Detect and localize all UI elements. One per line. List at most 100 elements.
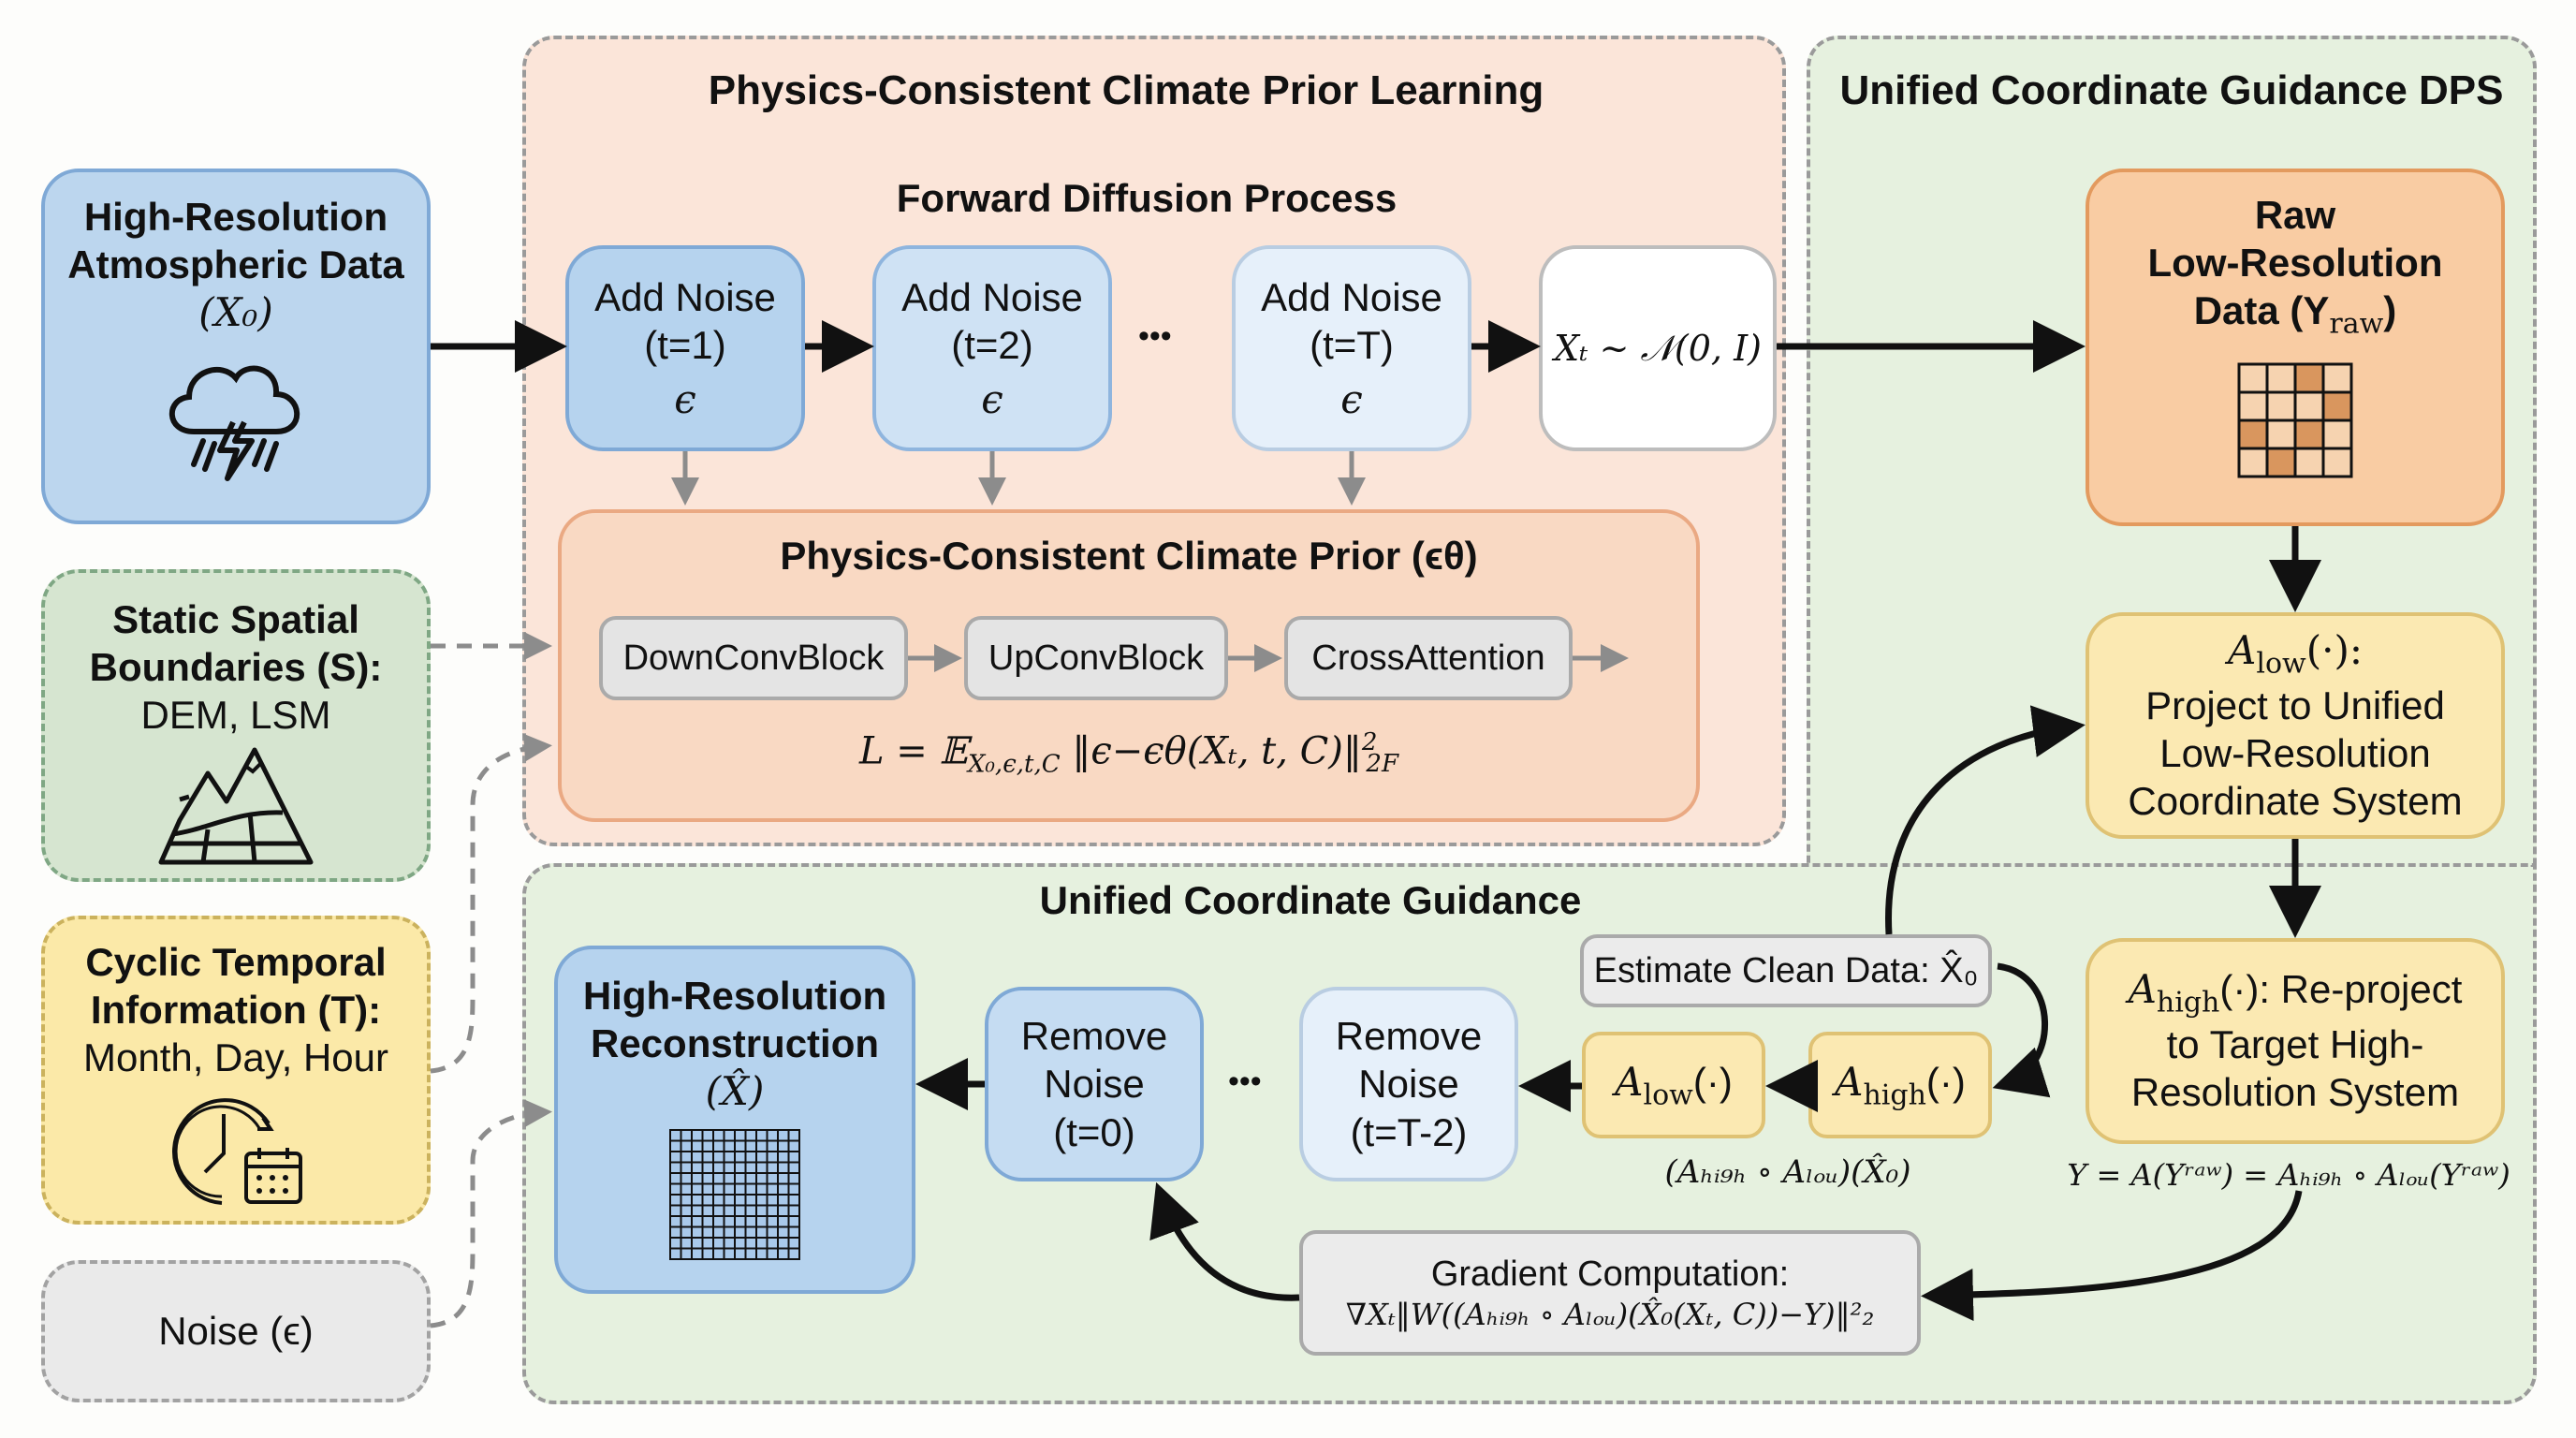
loss-sup: 2 [1361, 728, 1378, 756]
add-noise-step-T: Add Noise (t=T) ϵ [1232, 245, 1471, 451]
a-low-line2: Low-Resolution [2159, 730, 2431, 775]
clock-calendar-icon [172, 1097, 302, 1205]
remove-label1: Remove [1020, 1014, 1168, 1059]
raw-line2: Low-Resolution [2147, 241, 2443, 286]
remove-label1: Remove [1335, 1014, 1483, 1059]
a-high-sym: A [2128, 966, 2157, 1013]
low-res-cell [2237, 362, 2269, 394]
remove-t: (t=0) [1053, 1109, 1135, 1154]
add-noise-label: Add Noise [594, 275, 776, 320]
add-noise-label: Add Noise [1261, 275, 1442, 320]
loss-body: ‖ϵ−ϵθ(Xₜ, t, C)‖ [1072, 729, 1362, 773]
arrow-estimate-to-alow [1885, 705, 2086, 935]
add-noise-label: Add Noise [901, 275, 1083, 320]
forward-diffusion-title: Forward Diffusion Process [896, 176, 1398, 220]
static-boundaries-box: Static Spatial Boundaries (S): DEM, LSM [41, 569, 431, 882]
down-conv-label: DownConvBlock [622, 638, 885, 678]
low-res-cell [2321, 390, 2353, 422]
loss-formula: L = 𝔼X₀,ϵ,t,C ‖ϵ−ϵθ(Xₜ, t, C)‖22F [562, 728, 1696, 778]
hr-data-line2: Atmospheric Data [67, 242, 404, 287]
remove-t: (t=T-2) [1350, 1109, 1468, 1154]
raw-low-res-data-box: Raw Low-Resolution Data (Yraw) [2086, 169, 2505, 526]
static-line1: Static Spatial [112, 597, 359, 641]
composition-formula: (Aₕᵢ₉ₕ ∘ Aₗₒᵤ)(X̂₀) [1664, 1153, 1911, 1191]
forward-ellipsis: ••• [1138, 318, 1172, 354]
a-low-op-tail: (·) [1692, 1059, 1733, 1104]
add-noise-t: (t=2) [951, 323, 1033, 368]
a-high-op-box: Ahigh(·) [1808, 1032, 1992, 1138]
low-res-cell [2321, 447, 2353, 478]
a-low-sub: low [2256, 647, 2306, 681]
add-noise-t: (t=T) [1310, 323, 1394, 368]
reverse-ellipsis: ••• [1228, 1064, 1262, 1099]
gaussian-noise-state: Xₜ ~ 𝒩(0, I) [1539, 245, 1777, 451]
a-low-line3: Coordinate System [2128, 779, 2463, 824]
temporal-line1: Cyclic Temporal [85, 940, 387, 984]
high-res-cell [787, 1247, 800, 1260]
a-high-line2: Resolution System [2130, 1070, 2460, 1115]
dps-title: Unified Coordinate Guidance DPS [1839, 67, 2504, 113]
raw-sub: raw [2329, 307, 2384, 341]
remove-noise-step-T-2: Remove Noise (t=T-2) [1299, 987, 1518, 1181]
epsilon-label: ϵ [674, 375, 696, 422]
a-high-op-tail: (·) [1925, 1059, 1966, 1104]
temporal-info-box: Cyclic Temporal Information (T): Month, … [41, 916, 431, 1225]
down-conv-block: DownConvBlock [599, 616, 908, 700]
estimate-clean-data-box: Estimate Clean Data: X̂₀ [1580, 934, 1992, 1007]
low-res-cell [2265, 418, 2297, 450]
remove-label2: Noise [1044, 1062, 1145, 1107]
remove-label2: Noise [1358, 1062, 1459, 1107]
a-high-op-sub: high [1863, 1078, 1926, 1111]
cross-attention-label: CrossAttention [1311, 638, 1545, 678]
a-high-tail: (·): Re-project [2219, 967, 2463, 1012]
loss-norm-sub: 2F [1366, 750, 1398, 779]
gradient-computation-box: Gradient Computation: ∇Xₜ‖W((Aₕᵢ₉ₕ ∘ Aₗₒ… [1299, 1230, 1921, 1356]
temporal-line3: Month, Day, Hour [82, 1035, 388, 1080]
epsilon-label: ϵ [1340, 375, 1363, 422]
y-formula: Y = A(Yʳᵃʷ) = Aₕᵢ₉ₕ ∘ Aₗₒᵤ(Yʳᵃʷ) [2067, 1157, 2510, 1193]
add-noise-step-2: Add Noise (t=2) ϵ [872, 245, 1112, 451]
hr-reconstruction-box: High-Resolution Reconstruction (X̂) [554, 946, 915, 1294]
noise-input-box: Noise (ϵ) [41, 1260, 431, 1402]
a-high-reproject-box: Ahigh(·): Re-project to Target High- Res… [2086, 938, 2505, 1144]
gradient-title: Gradient Computation: [1430, 1255, 1790, 1295]
a-low-tail: (·): [2305, 626, 2363, 673]
dashed-noise-to-recon [430, 1099, 552, 1328]
a-high-op-sym: A [1835, 1058, 1864, 1105]
a-low-sym: A [2228, 626, 2257, 673]
dashed-temporal-to-prior [430, 733, 552, 1074]
loss-sub: X₀,ϵ,t,C [968, 750, 1061, 779]
raw-line1: Raw [2254, 193, 2336, 237]
low-res-grid-icon [2237, 362, 2353, 478]
raw-line3: Data (Y [2193, 288, 2330, 333]
static-line2: Boundaries (S): [89, 645, 383, 690]
estimate-clean-data-label: Estimate Clean Data: X̂₀ [1593, 950, 1979, 990]
add-noise-t: (t=1) [644, 323, 726, 368]
epsilon-label: ϵ [981, 375, 1003, 422]
recon-line1: High-Resolution [582, 974, 887, 1018]
terrain-map-icon [158, 747, 314, 865]
a-high-line1: to Target High- [2166, 1022, 2424, 1067]
temporal-line2: Information (T): [90, 988, 382, 1033]
high-res-grid-icon [669, 1128, 800, 1260]
recon-line2: Reconstruction [590, 1021, 880, 1066]
loss-lhs: L = 𝔼 [859, 729, 968, 773]
arrow-estimate-to-ahigh [1992, 962, 2051, 1098]
guidance-title: Unified Coordinate Guidance [1039, 878, 1582, 922]
hr-data-symbol: (X₀) [198, 289, 273, 336]
arrow-gradient-to-remove [1149, 1181, 1300, 1301]
up-conv-block: UpConvBlock [964, 616, 1228, 700]
raw-close: ) [2383, 288, 2397, 333]
climate-prior-box: Physics-Consistent Climate Prior (ϵθ) [558, 509, 1700, 822]
add-noise-step-1: Add Noise (t=1) ϵ [565, 245, 805, 451]
gaussian-noise-formula: Xₜ ~ 𝒩(0, I) [1554, 327, 1762, 369]
arrow-y-to-gradient [1921, 1190, 2303, 1322]
recon-symbol: (X̂) [705, 1068, 765, 1115]
prior-learning-title: Physics-Consistent Climate Prior Learnin… [708, 67, 1544, 113]
gradient-formula: ∇Xₜ‖W((Aₕᵢ₉ₕ ∘ Aₗₒᵤ)(X̂₀(Xₜ, C))−Y)‖²₂ [1345, 1296, 1875, 1332]
low-res-cell [2321, 418, 2353, 450]
a-low-op-box: Alow(·) [1582, 1032, 1765, 1138]
climate-prior-title: Physics-Consistent Climate Prior (ϵθ) [780, 534, 1478, 578]
a-low-op-sub: low [1643, 1078, 1693, 1111]
